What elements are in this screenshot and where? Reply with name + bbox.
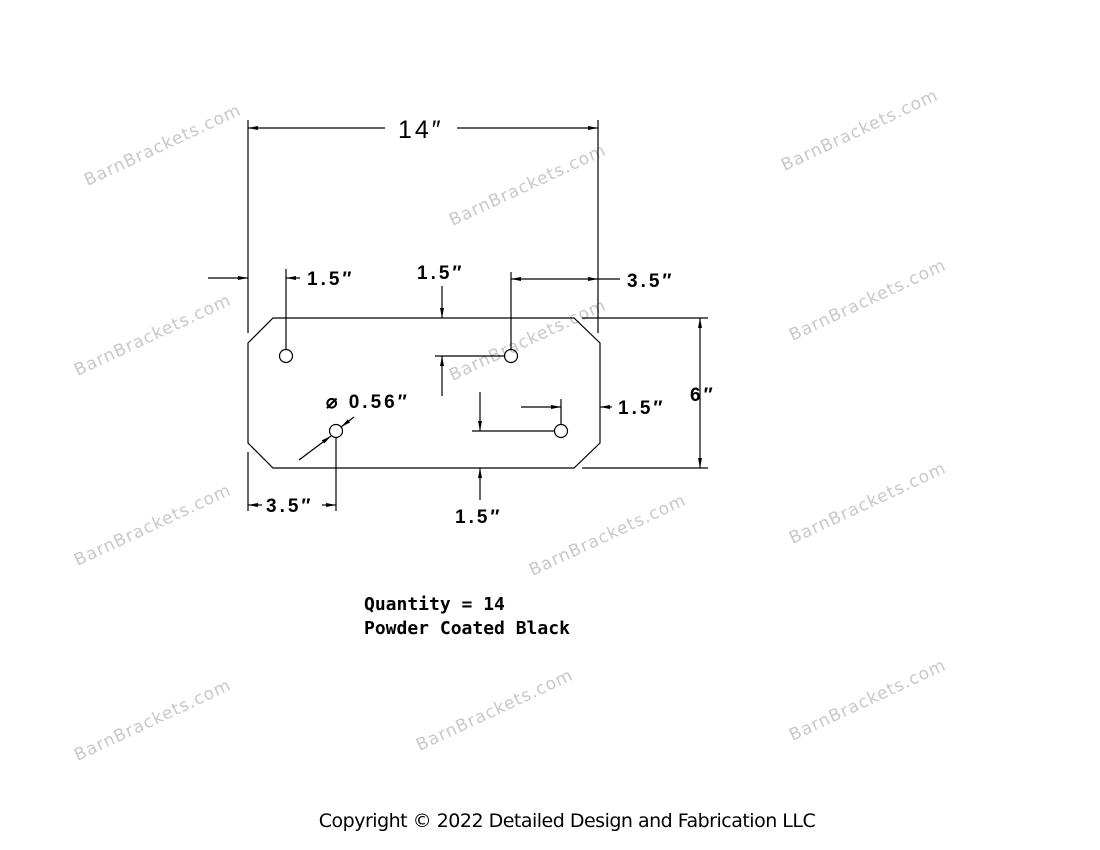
- watermark-text: BarnBrackets.com: [778, 85, 941, 175]
- dim-overall-height: 6″: [690, 385, 716, 406]
- watermark-text: BarnBrackets.com: [71, 480, 234, 570]
- watermark-text: BarnBrackets.com: [71, 675, 234, 765]
- hole-top-left: [278, 348, 294, 364]
- dim-bottom-hole-vertical-offset: 1.5″: [455, 507, 503, 528]
- watermark-text: BarnBrackets.com: [413, 665, 576, 755]
- dim-top-right-hole-offset: 3.5″: [627, 271, 675, 292]
- watermark-text: BarnBrackets.com: [526, 490, 689, 580]
- watermark-text: BarnBrackets.com: [446, 295, 609, 385]
- finish-note: Powder Coated Black: [364, 618, 570, 639]
- dim-overall-width: 14″: [398, 116, 444, 144]
- dim-hole-diameter: ⌀ 0.56″: [326, 392, 410, 413]
- dim-top-hole-vertical-offset: 1.5″: [417, 263, 465, 284]
- dim-right-hole-edge-offset: 1.5″: [618, 398, 666, 419]
- hole-bottom-right: [553, 423, 569, 439]
- dim-bottom-left-hole-offset: 3.5″: [266, 496, 314, 517]
- dim-left-hole-edge-offset: 1.5″: [307, 269, 355, 290]
- watermark-text: BarnBrackets.com: [446, 140, 609, 230]
- plate-outline: [247, 317, 601, 469]
- watermark-text: BarnBrackets.com: [786, 655, 949, 745]
- quantity-note: Quantity = 14: [364, 594, 505, 615]
- hole-bottom-left: [328, 423, 344, 439]
- watermark-text: BarnBrackets.com: [81, 100, 244, 190]
- watermark-text: BarnBrackets.com: [71, 290, 234, 380]
- copyright-text: Copyright © 2022 Detailed Design and Fab…: [318, 810, 816, 832]
- watermark-text: BarnBrackets.com: [786, 255, 949, 345]
- watermark-text: BarnBrackets.com: [786, 458, 949, 548]
